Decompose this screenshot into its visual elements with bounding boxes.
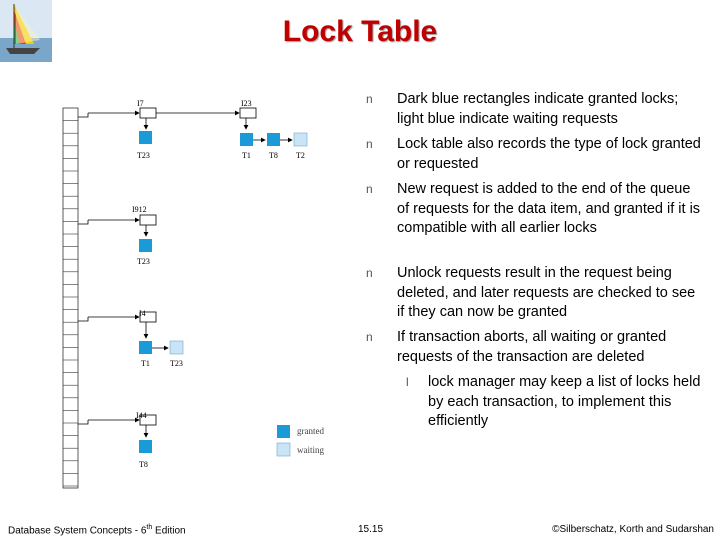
legend: granted waiting	[276, 425, 324, 457]
bullet-text: Dark blue rectangles indicate granted lo…	[397, 91, 679, 127]
granted-lock	[139, 341, 152, 354]
slide-title: Lock Table	[282, 15, 438, 48]
item-chain-i4: I4 T1 T23	[78, 309, 184, 368]
data-item-node	[139, 311, 157, 323]
data-item-node	[139, 214, 157, 226]
txn-label: T23	[170, 359, 183, 368]
legend-waiting-swatch	[276, 442, 291, 457]
bullet-text: If transaction aborts, all waiting or gr…	[397, 329, 667, 365]
granted-lock	[139, 440, 152, 453]
bullet-item: n New request is added to the end of the…	[366, 180, 706, 264]
item-chain-i7: I7 T23	[78, 99, 240, 160]
data-item-node	[139, 414, 157, 426]
hash-table	[62, 107, 79, 489]
granted-lock	[139, 131, 152, 144]
footer-page-number: 15.15	[358, 524, 384, 535]
sub-bullet-text: lock manager may keep a list of locks he…	[428, 374, 701, 429]
txn-label: T2	[296, 151, 305, 160]
item-label: I912	[132, 205, 147, 214]
bullet-item: n Lock table also records the type of lo…	[366, 135, 706, 180]
txn-label: T1	[242, 151, 251, 160]
legend-granted-swatch	[277, 425, 290, 438]
footer-book-title: Database System Concepts - 6	[8, 525, 147, 537]
bullet-text: New request is added to the end of the q…	[397, 181, 701, 236]
bullet-marker: n	[366, 266, 373, 280]
item-chain-i912: I912 T23	[78, 205, 157, 266]
sailboat-logo	[0, 0, 52, 62]
txn-label: T1	[141, 359, 150, 368]
bullet-item: n Dark blue rectangles indicate granted …	[366, 90, 706, 135]
bullet-marker: n	[366, 137, 373, 151]
granted-lock	[139, 239, 152, 252]
footer-left: Database System Concepts - 6th Edition	[8, 524, 186, 536]
footer-edition-sup: th	[146, 524, 153, 531]
bullet-text: Unlock requests result in the request be…	[397, 265, 696, 320]
waiting-lock	[293, 132, 308, 147]
granted-lock	[240, 133, 253, 146]
bullet-item: n Unlock requests result in the request …	[366, 264, 706, 328]
waiting-lock	[169, 340, 184, 355]
legend-granted-label: granted	[297, 426, 324, 436]
data-item-node	[239, 107, 257, 119]
lock-table-diagram: I7 T23 I23 T1 T8 T2 I912 T23 I4	[62, 99, 324, 489]
txn-label: T8	[139, 460, 148, 469]
item-chain-i44: I44 T8	[78, 411, 157, 469]
legend-waiting-label: waiting	[297, 445, 324, 455]
txn-label: T23	[137, 257, 150, 266]
item-label: I44	[136, 411, 147, 420]
item-label: I4	[139, 309, 146, 318]
bullet-list: n Dark blue rectangles indicate granted …	[366, 90, 706, 432]
granted-lock	[267, 133, 280, 146]
item-label: I7	[137, 99, 144, 108]
item-label: I23	[241, 99, 252, 108]
bullet-text: Lock table also records the type of lock…	[397, 136, 701, 172]
bullet-marker: n	[366, 330, 373, 344]
sub-bullet-item: l lock manager may keep a list of locks …	[366, 373, 706, 432]
bullet-item: n If transaction aborts, all waiting or …	[366, 328, 706, 373]
bullet-marker: n	[366, 182, 373, 196]
sub-bullet-marker: l	[406, 375, 409, 389]
data-item-node	[139, 107, 157, 119]
bullet-marker: n	[366, 92, 373, 106]
item-chain-i23: I23 T1 T8 T2	[239, 99, 308, 160]
footer-copyright: ©Silberschatz, Korth and Sudarshan	[552, 524, 714, 535]
txn-label: T8	[269, 151, 278, 160]
footer-edition-suffix: Edition	[152, 525, 186, 537]
txn-label: T23	[137, 151, 150, 160]
